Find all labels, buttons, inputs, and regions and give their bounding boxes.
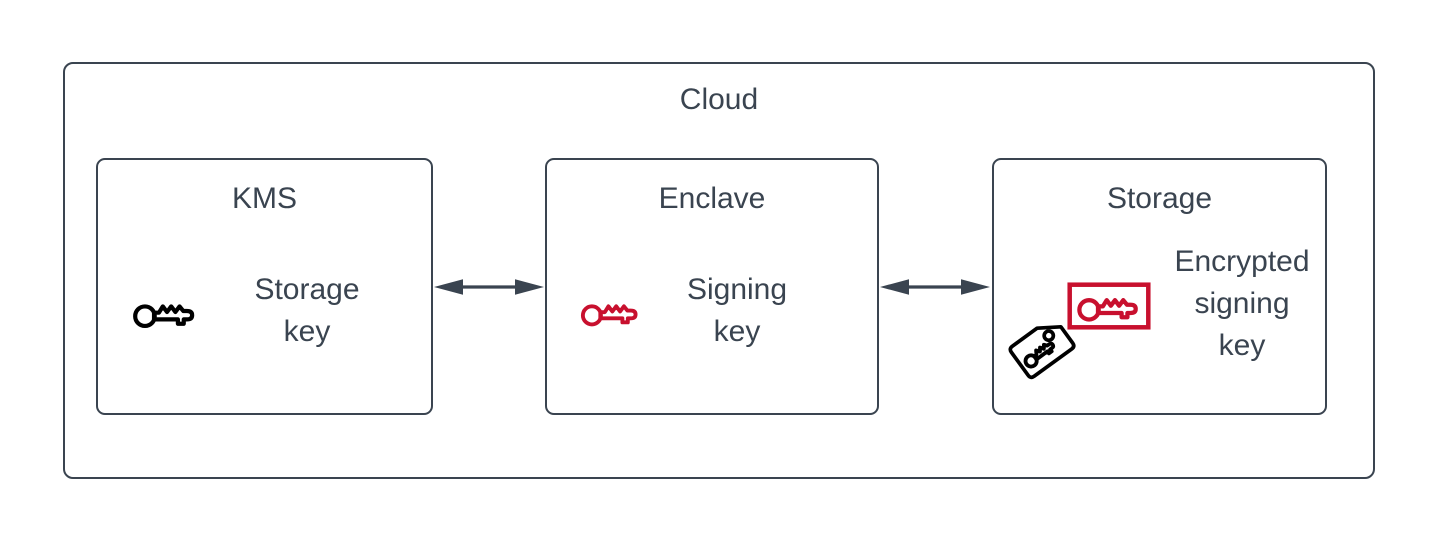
enclave-node: Enclave Signing key bbox=[545, 158, 879, 415]
enclave-title: Enclave bbox=[658, 182, 766, 215]
cloud-boundary-box: Cloud KMS Storage key Enclave Signing ke… bbox=[63, 62, 1375, 479]
kms-enclave-bidirectional-arrow bbox=[434, 279, 544, 295]
key-icon bbox=[580, 304, 638, 327]
kms-title: KMS bbox=[231, 182, 297, 215]
tag-icon bbox=[1008, 324, 1076, 380]
storage-node: Storage Encrypted signing key bbox=[992, 158, 1327, 415]
tagged-key-icon bbox=[1005, 312, 1078, 381]
kms-node: KMS Storage key bbox=[96, 158, 433, 415]
key-icon bbox=[131, 291, 198, 333]
signing-key-label: Signing key bbox=[686, 273, 788, 348]
boxed-key-icon bbox=[1067, 282, 1151, 330]
storage-key-label: Storage key bbox=[254, 273, 360, 348]
cloud-title: Cloud bbox=[679, 83, 759, 116]
encrypted-signing-key-label: Encrypted signing key bbox=[1174, 245, 1310, 362]
enclave-storage-bidirectional-arrow bbox=[880, 279, 990, 295]
storage-title: Storage bbox=[1106, 182, 1213, 215]
